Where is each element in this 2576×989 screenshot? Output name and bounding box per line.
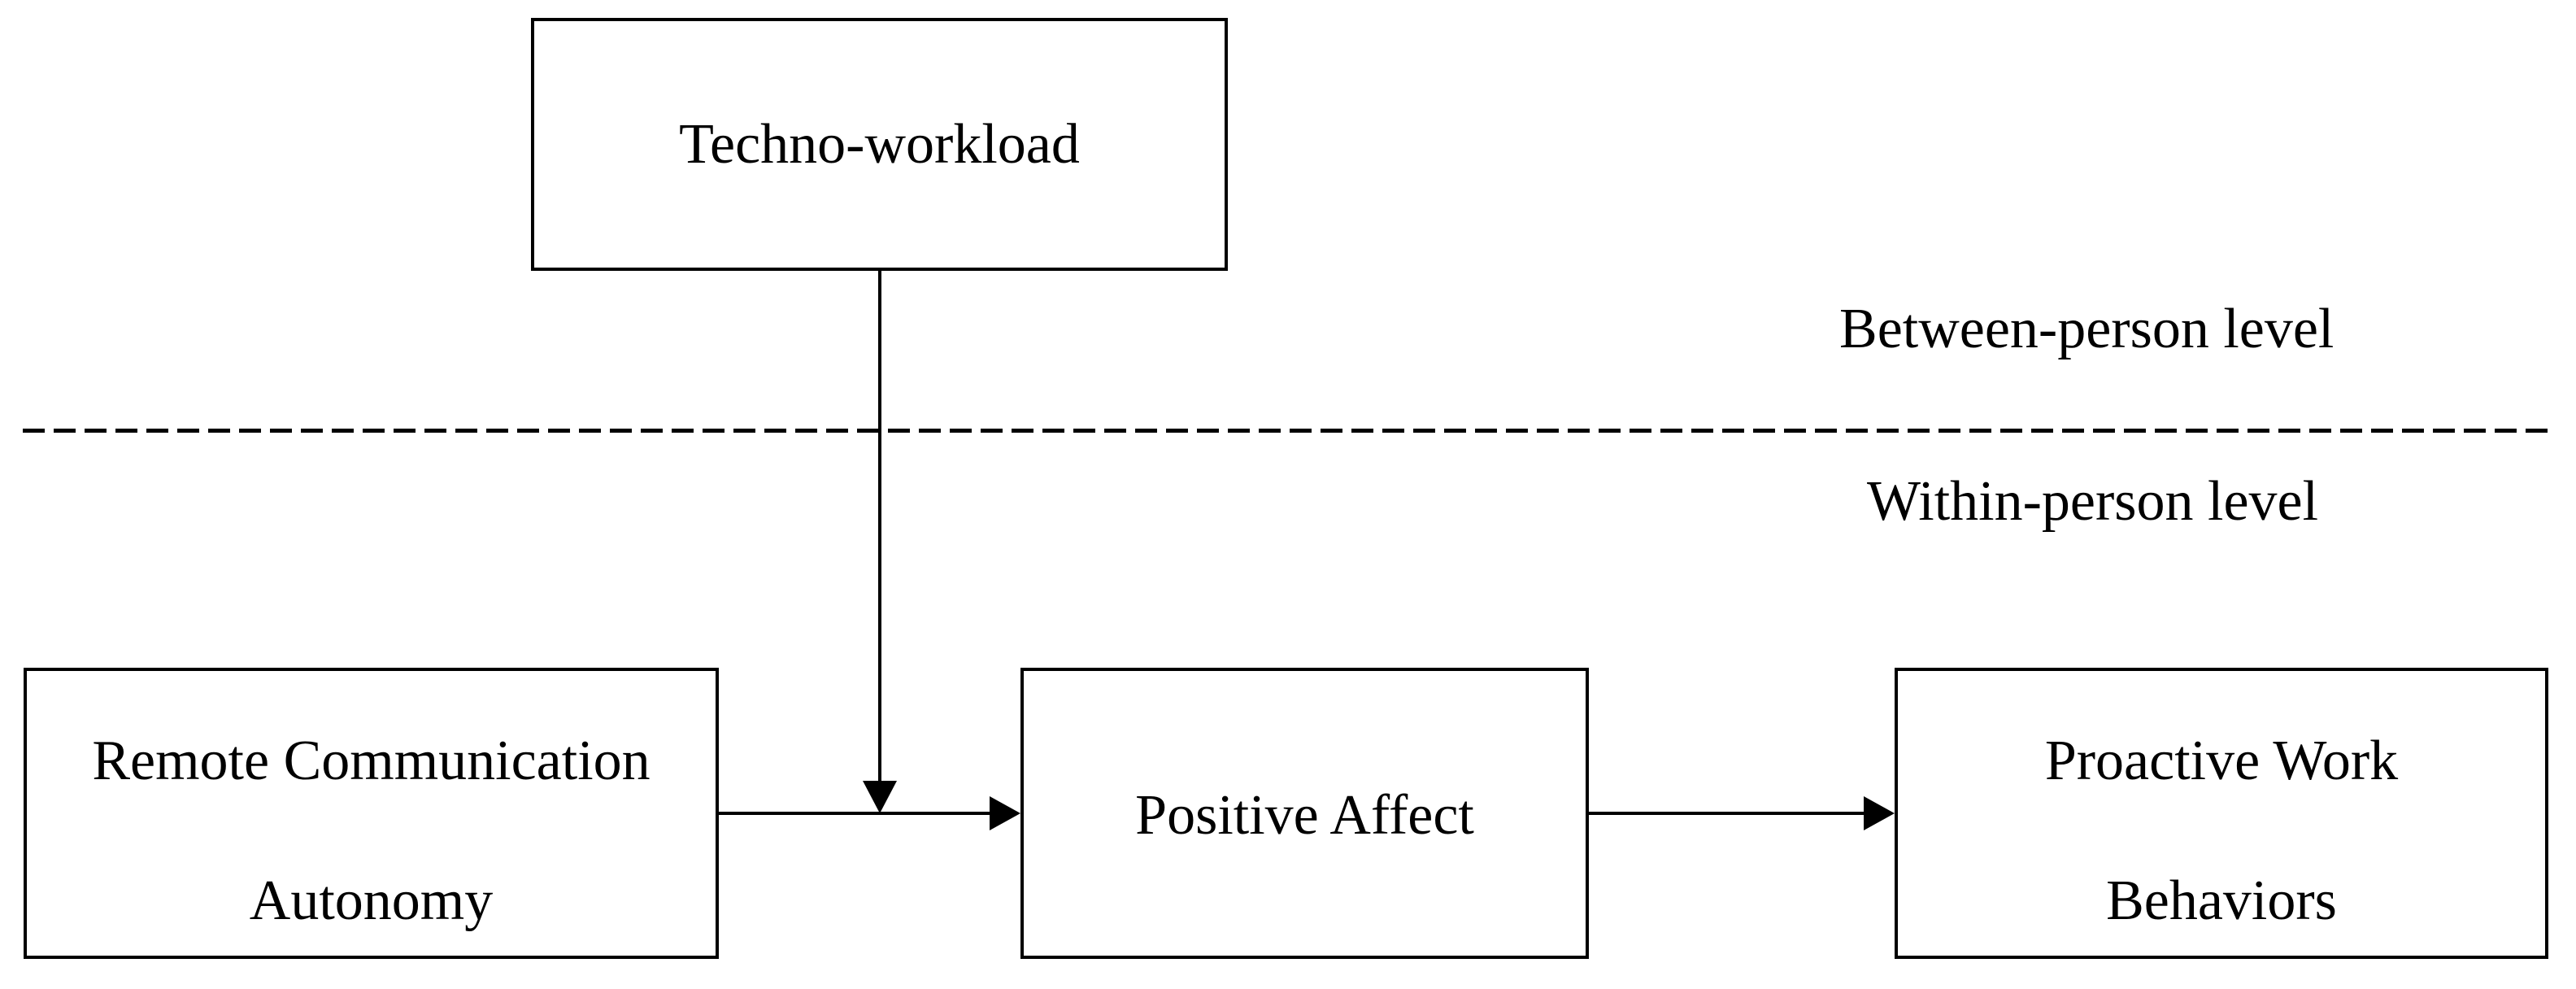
box-remote-communication-autonomy: Remote Communication Autonomy (24, 668, 719, 959)
box-proactive-work-behaviors-line2: Behaviors (2106, 869, 2337, 932)
arrow-pa-to-pwb-arrowhead-icon (1864, 796, 1895, 830)
box-proactive-work-behaviors-line1: Proactive Work (2044, 730, 2399, 792)
box-proactive-work-behaviors: Proactive Work Behaviors (1895, 668, 2548, 959)
box-positive-affect: Positive Affect (1020, 668, 1589, 959)
arrow-rca-to-pa-arrowhead-icon (990, 796, 1020, 830)
arrow-rca-to-pa-line (719, 812, 995, 815)
box-remote-communication-autonomy-line2: Autonomy (249, 869, 494, 932)
moderation-arrow-line (878, 271, 881, 781)
box-positive-affect-label: Positive Affect (1135, 784, 1474, 847)
level-divider-dashed-line (23, 429, 2548, 433)
arrow-pa-to-pwb-line (1589, 812, 1865, 815)
moderation-arrowhead-down-icon (863, 781, 897, 813)
between-person-level-label: Between-person level (1839, 298, 2334, 360)
within-person-level-label: Within-person level (1867, 470, 2319, 533)
box-techno-workload-label: Techno-workload (679, 112, 1080, 176)
box-techno-workload: Techno-workload (531, 18, 1228, 271)
box-remote-communication-autonomy-line1: Remote Communication (92, 730, 651, 792)
